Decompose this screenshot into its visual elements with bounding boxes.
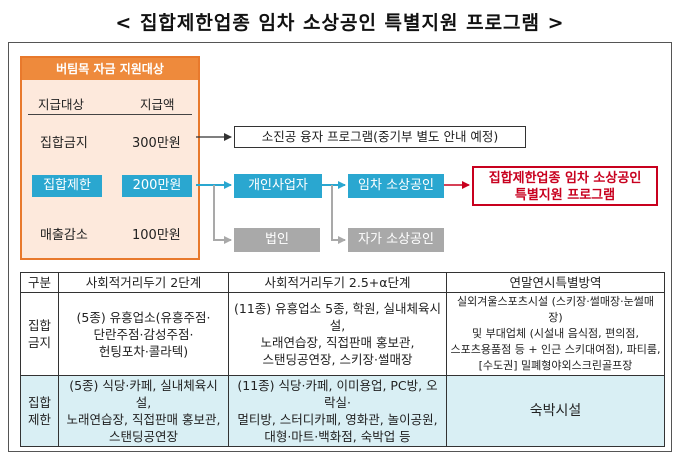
cell-line: 스탠딩공연장, 스키장·썰매장 xyxy=(262,352,413,367)
cell-line: 스탠딩공연장 xyxy=(108,429,178,444)
cell-line: 대형·마트·백화점, 숙박업 등 xyxy=(264,429,411,444)
row-label-ban-line2: 금지 xyxy=(27,335,51,350)
amount-ban: 300만원 xyxy=(132,136,181,151)
special-program-line1: 집합제한업종 임차 소상공인 xyxy=(488,171,642,186)
column-header-target: 지급대상 xyxy=(38,97,85,112)
cell-line: 실외겨울스포츠시설 (스키장·썰매장·눈썰매장) xyxy=(457,295,654,324)
ban-year-end-cell: 실외겨울스포츠시설 (스키장·썰매장·눈썰매장) 및 부대업체 (시설내 음식점… xyxy=(446,292,665,376)
loan-program-box: 소진공 융자 프로그램(중기부 별도 안내 예정) xyxy=(234,126,526,148)
target-restriction: 집합제한 xyxy=(32,175,102,197)
cell-line: 숙박시설 xyxy=(529,402,582,419)
column-header-amount: 지급액 xyxy=(140,97,175,112)
cell-line: 멀티방, 스터디카페, 영화관, 놀이공원, xyxy=(237,412,438,427)
header-year-end: 연말연시특별방역 xyxy=(446,272,665,293)
restriction-stage25-cell: (11종) 식당·카페, 이미용업, PC방, 오락실· 멀티방, 스터디카페,… xyxy=(228,375,447,447)
restriction-stage2-cell: (5종) 식당·카페, 실내체육시설, 노래연습장, 직접판매 홍보관, 스탠딩… xyxy=(58,375,229,447)
table-row-restriction: 집합 제한 (5종) 식당·카페, 실내체육시설, 노래연습장, 직접판매 홍보… xyxy=(20,375,665,447)
panel-header: 버팀목 자금 지원대상 xyxy=(22,58,198,80)
cell-line: (11종) 유흥업소 5종, 학원, 실내체육시설, xyxy=(234,301,441,333)
cell-line: [수도권] 밀폐형야외스크린골프장 xyxy=(478,359,633,372)
content-frame xyxy=(8,42,672,452)
cell-line: (5종) 유흥업소(유흥주점· xyxy=(76,309,211,325)
target-sales-drop: 매출감소 xyxy=(40,228,88,243)
row-label-restriction: 집합 제한 xyxy=(20,375,59,447)
cell-line: (11종) 식당·카페, 이미용업, PC방, 오락실· xyxy=(237,378,438,410)
cell-line: 노래연습장, 직접판매 홍보관, xyxy=(260,335,415,350)
table-row-ban: 집합 금지 (5종) 유흥업소(유흥주점· 단란주점·감성주점· 헌팅포차·콜라… xyxy=(20,292,665,376)
cell-line: 단란주점·감성주점· xyxy=(93,326,194,342)
ban-stage2-cell: (5종) 유흥업소(유흥주점· 단란주점·감성주점· 헌팅포차·콜라텍) xyxy=(58,292,229,376)
support-target-panel: 버팀목 자금 지원대상 지급대상 지급액 집합금지 300만원 집합제한 200… xyxy=(20,56,200,260)
header-stage25: 사회적거리두기 2.5+α단계 xyxy=(228,272,447,293)
header-stage2: 사회적거리두기 2단계 xyxy=(58,272,229,293)
row-label-ban: 집합 금지 xyxy=(20,292,59,376)
tenant-small-business-box: 임차 소상공인 xyxy=(348,174,444,198)
special-program-box: 집합제한업종 임차 소상공인 특별지원 프로그램 xyxy=(472,166,658,206)
owner-small-business-box: 자가 소상공인 xyxy=(348,228,444,252)
page-title: < 집합제한업종 임차 소상공인 특별지원 프로그램 > xyxy=(115,12,565,34)
header-category: 구분 xyxy=(20,272,59,293)
restriction-year-end-cell: 숙박시설 xyxy=(446,375,665,447)
cell-line: 노래연습장, 직접판매 홍보관, xyxy=(66,412,221,427)
table-header-row: 구분 사회적거리두기 2단계 사회적거리두기 2.5+α단계 연말연시특별방역 xyxy=(20,272,665,293)
row-label-ban-line1: 집합 xyxy=(27,318,51,333)
individual-business-box: 개인사업자 xyxy=(234,174,322,198)
ban-stage25-cell: (11종) 유흥업소 5종, 학원, 실내체육시설, 노래연습장, 직접판매 홍… xyxy=(228,292,447,376)
row-label-restriction-line1: 집합 xyxy=(27,395,51,410)
target-ban: 집합금지 xyxy=(40,136,88,151)
business-category-table: 구분 사회적거리두기 2단계 사회적거리두기 2.5+α단계 연말연시특별방역 … xyxy=(20,272,665,447)
special-program-line2: 특별지원 프로그램 xyxy=(514,188,616,203)
cell-line: 및 부대업체 (시설내 음식점, 편의점, xyxy=(472,327,639,340)
corporation-box: 법인 xyxy=(234,228,320,252)
amount-restriction: 200만원 xyxy=(122,175,192,197)
panel-divider xyxy=(28,114,192,115)
cell-line: 스포츠용품점 등 + 인근 스키대여점), 파티룸, xyxy=(450,343,661,356)
cell-line: 헌팅포차·콜라텍) xyxy=(98,343,189,359)
cell-line: (5종) 식당·카페, 실내체육시설, xyxy=(69,378,218,410)
row-label-restriction-line2: 제한 xyxy=(27,412,51,427)
amount-sales-drop: 100만원 xyxy=(132,228,181,243)
